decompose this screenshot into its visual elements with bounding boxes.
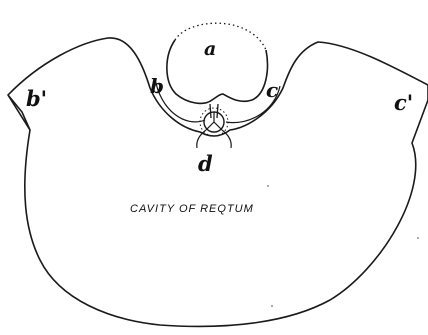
speck — [417, 237, 419, 239]
cavity-outline — [8, 38, 428, 327]
structure-d-rays — [206, 112, 222, 130]
speck — [271, 305, 273, 307]
speck — [267, 185, 269, 187]
label-b-prime: b' — [26, 88, 47, 109]
structure-a-dotted-top — [175, 23, 266, 50]
cavity-caption: CAVITY OF REQTUM — [130, 204, 310, 215]
label-c: c — [266, 80, 278, 100]
label-a: a — [204, 40, 216, 59]
label-d: d — [198, 153, 213, 174]
structure-a-outline — [167, 40, 268, 103]
label-c-prime: c' — [394, 92, 413, 113]
label-b: b — [150, 76, 164, 96]
